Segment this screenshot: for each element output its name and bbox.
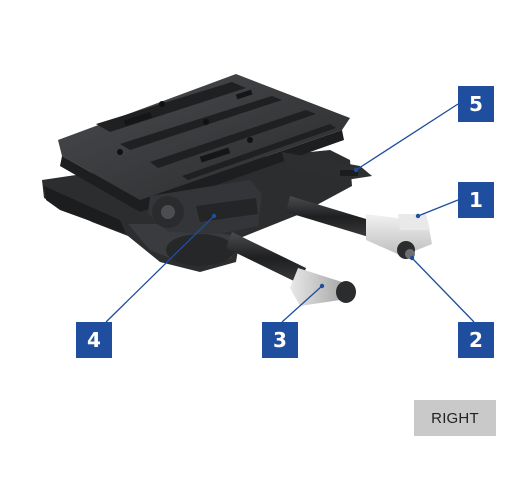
leader-line-1 (417, 199, 459, 217)
leader-lines (105, 103, 475, 323)
leader-line-4 (105, 215, 215, 323)
callout-badge-1: 1 (458, 182, 494, 218)
rod-handle-1 (286, 196, 432, 259)
leader-dots (211, 167, 421, 289)
callout-badge-5: 5 (458, 86, 494, 122)
leader-line-5 (355, 103, 459, 171)
callout-badge-4: 4 (76, 322, 112, 358)
callout-badge-3: 3 (262, 322, 298, 358)
leader-line-2 (411, 257, 475, 323)
callout-badge-2: 2 (458, 322, 494, 358)
seat-plate (58, 74, 350, 212)
tilt-block (148, 180, 262, 234)
leader-line-3 (281, 285, 323, 323)
view-right-button[interactable]: RIGHT (414, 400, 496, 436)
rod-handle-3 (226, 232, 356, 306)
lever-5 (282, 152, 372, 180)
